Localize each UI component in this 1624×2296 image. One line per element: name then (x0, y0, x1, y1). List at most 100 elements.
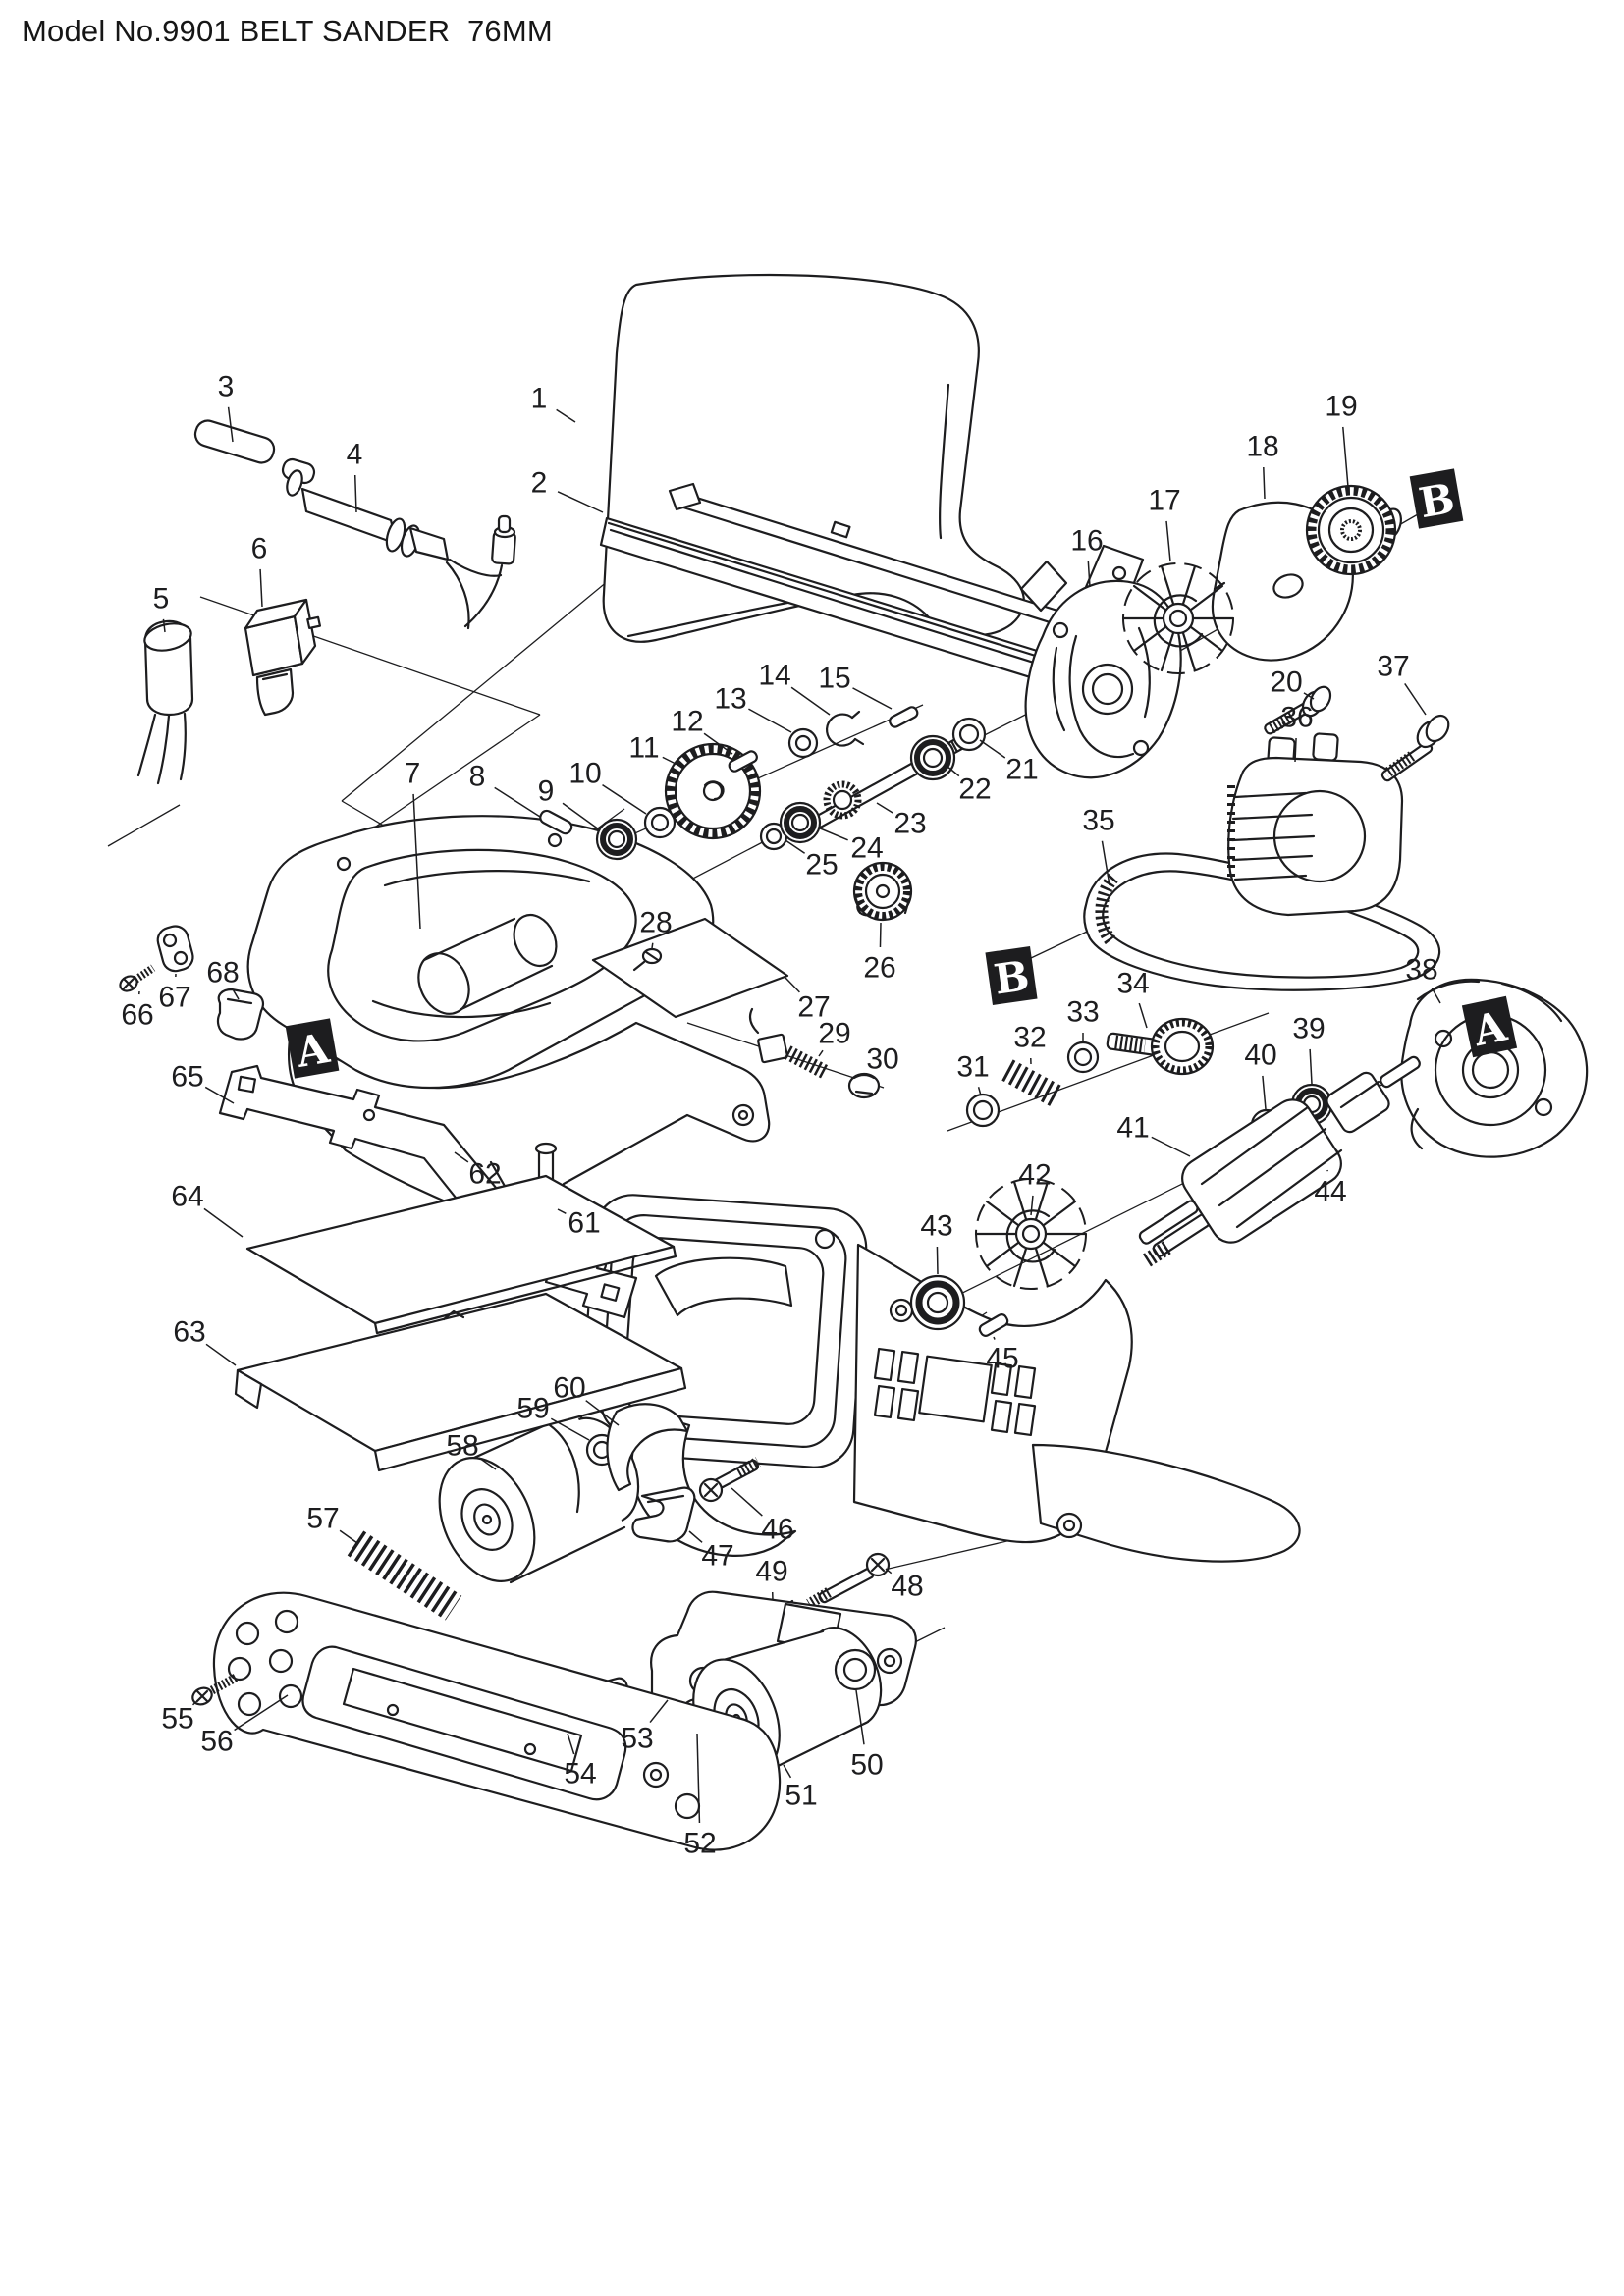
leader-line-part-43 (936, 1246, 939, 1275)
part-58-front-roller-drawing (438, 1410, 640, 1584)
leader-line-part-37 (1404, 682, 1427, 716)
part-28-screw-drawing (632, 947, 663, 972)
leader-line-part-54 (567, 1733, 575, 1755)
part-number-40: 40 (1244, 1040, 1276, 1072)
part-number-41: 41 (1116, 1112, 1149, 1145)
leader-line-part-65 (204, 1086, 235, 1104)
part-34-knob-bolt-drawing (1106, 1017, 1215, 1076)
part-6-switch-drawing (244, 598, 322, 717)
section-marker-B: B (1409, 468, 1464, 529)
leader-line-part-35 (1101, 840, 1110, 886)
leader-line-part-55 (192, 1697, 201, 1706)
part-33-washer-drawing (1066, 1041, 1100, 1074)
construction-line (107, 804, 181, 847)
leader-line-part-21 (979, 739, 1006, 759)
leader-line-part-53 (649, 1699, 669, 1724)
section-marker-B: B (985, 946, 1038, 1005)
leader-line-part-42 (1030, 1195, 1034, 1216)
leader-line-part-4 (353, 474, 357, 513)
part-17-fan-drawing (1121, 562, 1235, 674)
part-22-bearing-drawing (909, 734, 956, 781)
leader-line-part-12 (703, 732, 733, 755)
part-number-45: 45 (986, 1343, 1018, 1375)
leader-line-part-5 (162, 618, 166, 633)
part-number-17: 17 (1148, 485, 1180, 517)
part-68-cord-clip-drawing (216, 988, 264, 1041)
part-number-26: 26 (863, 952, 895, 985)
leader-line-part-20 (1303, 692, 1315, 700)
part-15-pin-drawing (889, 706, 919, 728)
part-number-59: 59 (516, 1393, 549, 1425)
part-number-64: 64 (171, 1181, 203, 1213)
leader-line-part-7 (412, 793, 421, 930)
leader-line-part-10 (602, 783, 647, 815)
part-20-screw-drawing (1264, 685, 1332, 735)
part-number-23: 23 (893, 808, 926, 840)
part-number-43: 43 (920, 1210, 952, 1243)
part-number-3: 3 (218, 371, 235, 403)
part-number-11: 11 (628, 732, 659, 765)
leader-line-part-28 (651, 942, 654, 949)
part-number-65: 65 (171, 1061, 203, 1094)
part-number-8: 8 (469, 761, 486, 793)
leader-line-part-45 (993, 1336, 996, 1340)
part-number-37: 37 (1377, 651, 1409, 683)
part-number-5: 5 (153, 583, 170, 615)
part-36-field-drawing (1227, 732, 1404, 917)
part-number-68: 68 (206, 957, 239, 989)
part-number-27: 27 (797, 991, 830, 1024)
leader-line-part-15 (852, 687, 893, 710)
part-number-4: 4 (347, 439, 363, 471)
leader-line-part-18 (1263, 466, 1266, 500)
part-number-39: 39 (1292, 1013, 1325, 1045)
leader-line-part-14 (790, 686, 831, 716)
part-number-44: 44 (1314, 1176, 1346, 1208)
part-number-13: 13 (714, 683, 746, 716)
part-number-51: 51 (785, 1780, 817, 1812)
part-56-insert-plate-drawing (301, 1645, 627, 1801)
part-48-screw-drawing (806, 1552, 891, 1609)
leader-line-part-56 (234, 1694, 289, 1732)
artwork-layer (119, 273, 1589, 1851)
part-60-fork-drawing (606, 1403, 689, 1492)
part-number-48: 48 (891, 1571, 923, 1603)
part-46-screw-drawing (698, 1457, 761, 1503)
section-markers-layer: A A B B (285, 468, 1518, 1079)
part-number-7: 7 (405, 758, 421, 790)
part-24-bearing-drawing (779, 801, 822, 844)
leader-line-part-11 (662, 756, 680, 767)
part-50-washer-drawing (834, 1648, 877, 1691)
section-marker-A: A (285, 1018, 340, 1079)
leader-line-part-61 (557, 1208, 567, 1214)
part-45-pin-drawing (978, 1313, 1009, 1337)
part-10-washer-drawing (643, 806, 677, 839)
part-number-66: 66 (121, 999, 153, 1032)
part-number-58: 58 (446, 1430, 478, 1463)
leader-line-part-36 (1294, 737, 1297, 763)
leader-line-part-25 (785, 839, 806, 854)
part-16-gear-housing-drawing (1019, 544, 1182, 779)
part-number-36: 36 (1280, 702, 1313, 734)
part-number-24: 24 (850, 832, 883, 865)
part-number-22: 22 (958, 774, 991, 806)
part-32-spring-drawing (1001, 1059, 1064, 1108)
part-number-47: 47 (701, 1540, 733, 1573)
part-43-bearing-drawing (909, 1274, 966, 1331)
leader-line-part-59 (550, 1417, 590, 1441)
part-number-42: 42 (1018, 1159, 1051, 1192)
part-number-6: 6 (251, 533, 268, 565)
part-number-9: 9 (538, 775, 555, 808)
part-19-gear-pulley-drawing (1305, 484, 1402, 576)
part-41-armature-drawing (1138, 1055, 1421, 1267)
part-7-housing-drawing (246, 815, 771, 1227)
leader-line-part-46 (731, 1487, 763, 1517)
leader-line-part-64 (203, 1207, 244, 1238)
part-number-29: 29 (818, 1018, 850, 1050)
section-marker-A: A (1461, 995, 1518, 1058)
part-number-28: 28 (639, 907, 672, 939)
part-number-46: 46 (761, 1514, 793, 1546)
part-number-38: 38 (1405, 954, 1437, 987)
